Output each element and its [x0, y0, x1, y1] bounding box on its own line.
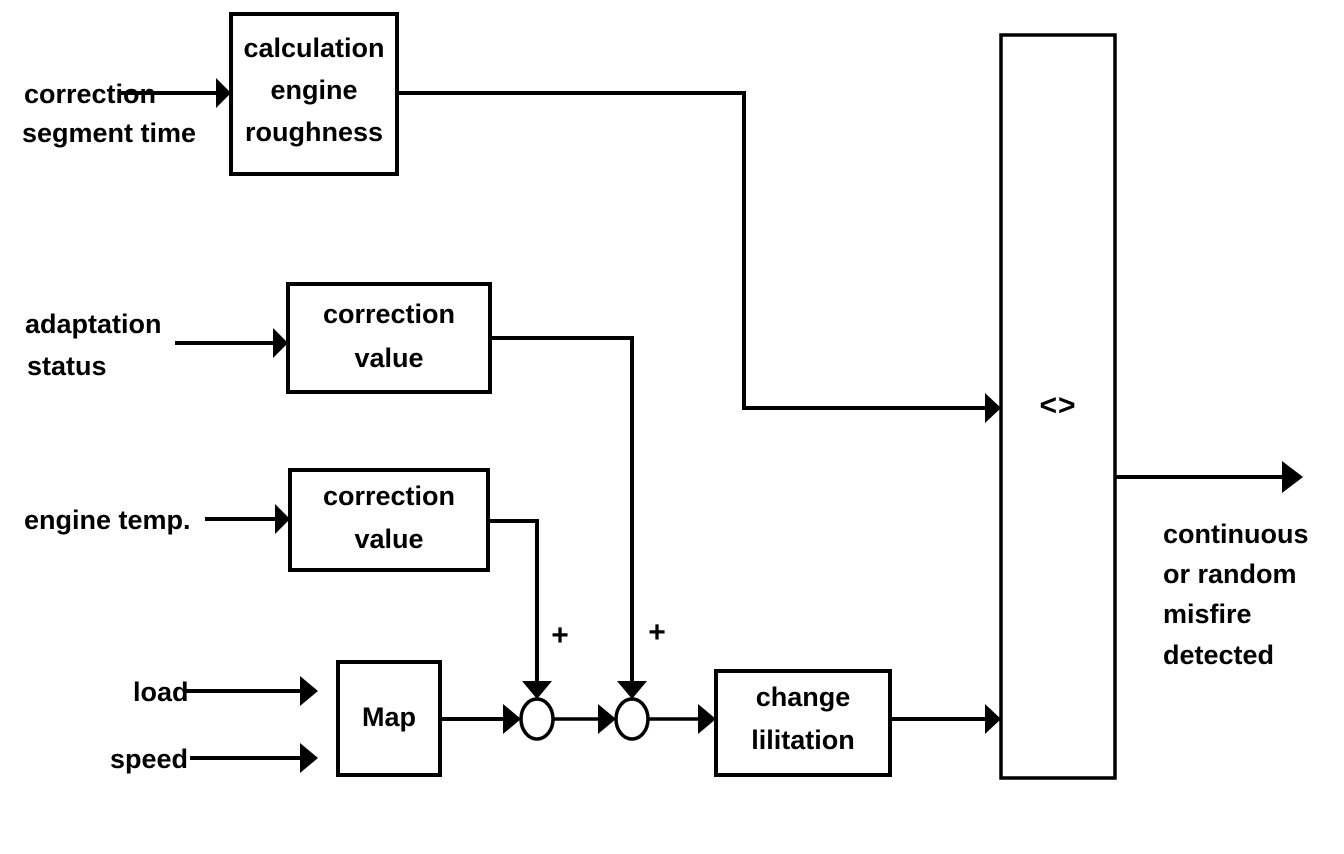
block-label-correction-engine-temp-line1: correction [323, 481, 455, 511]
wire-adaptation-correction-to-sum2 [490, 336, 647, 699]
input-label-load-line1: load [133, 677, 189, 707]
sum-node-1[interactable] [519, 697, 555, 741]
input-label-speed: speed [110, 744, 188, 774]
plus-sign-sum-1: + [551, 619, 569, 652]
arrowhead-map-to-sum1 [503, 704, 521, 734]
input-label-correction-segment-time: correction segment time [22, 79, 196, 148]
block-map[interactable]: Map [336, 660, 442, 777]
block-label-map: Map [362, 702, 416, 732]
block-label-calculation-line3: roughness [245, 117, 383, 147]
wire-correction-segment-time [120, 78, 231, 108]
wire-line-adaptation-correction-to-sum2 [490, 336, 634, 681]
output-label-misfire-line4: detected [1163, 640, 1274, 670]
block-correction-value-engine-temp[interactable]: correction value [288, 468, 490, 572]
block-comparator[interactable]: <> [999, 33, 1117, 780]
input-label-correction-segment-time-line2: segment time [22, 118, 196, 148]
output-label-misfire-line3: misfire [1163, 599, 1252, 629]
wire-sum1-to-sum2 [553, 704, 616, 734]
wire-adaptation-status [175, 328, 288, 358]
arrowhead-adaptation-status [273, 328, 288, 358]
block-correction-value-adaptation[interactable]: correction value [286, 282, 492, 394]
sum-node-2-circle [614, 697, 650, 741]
arrowhead-correction-segment-time [216, 78, 231, 108]
wire-change-limitation-to-comparator [890, 704, 1001, 734]
block-label-correction-adaptation-line2: value [354, 343, 423, 373]
block-label-calculation-line2: engine [270, 75, 357, 105]
wire-engine-temp [205, 504, 290, 534]
arrowhead-load [300, 676, 318, 706]
block-label-comparator: <> [1039, 389, 1076, 422]
block-label-correction-engine-temp-line2: value [354, 524, 423, 554]
arrowhead-change-limitation-to-comparator [985, 704, 1001, 734]
arrowhead-engine-temp-correction-to-sum1 [522, 681, 552, 699]
wire-map-to-sum1 [440, 704, 521, 734]
output-label-misfire-detected: continuous or random misfire detected [1163, 519, 1308, 670]
input-label-adaptation-status: adaptation status [25, 309, 162, 381]
wire-line-calculation-to-comparator [397, 91, 985, 410]
sum-node-1-circle [519, 697, 555, 741]
output-label-misfire-line1: continuous [1163, 519, 1308, 549]
arrowhead-calculation-to-comparator [985, 393, 1001, 423]
input-label-load: load [133, 677, 189, 707]
block-label-change-limitation-line2: lilitation [751, 725, 855, 755]
sum-node-2[interactable] [614, 697, 650, 741]
wire-comparator-output [1115, 461, 1303, 493]
block-calculation-engine-roughness[interactable]: calculation engine roughness [229, 12, 399, 176]
input-label-adaptation-status-line2: status [27, 351, 107, 381]
wire-calculation-to-comparator [397, 91, 1001, 423]
input-label-engine-temp: engine temp. [24, 505, 191, 535]
input-label-engine-temp-line1: engine temp. [24, 505, 191, 535]
wire-line-engine-temp-correction-to-sum1 [488, 519, 539, 681]
wire-sum2-to-change-limitation [648, 704, 716, 734]
input-label-correction-segment-time-line1: correction [24, 79, 156, 109]
block-change-limitation[interactable]: change lilitation [714, 669, 892, 777]
block-outline-comparator [999, 33, 1117, 780]
arrowhead-engine-temp [275, 504, 290, 534]
arrowhead-sum2-to-change-limitation [698, 704, 716, 734]
block-outline-calculation [229, 12, 399, 176]
block-label-change-limitation-line1: change [756, 682, 851, 712]
block-outline-change-limitation [714, 669, 892, 777]
input-label-adaptation-status-line1: adaptation [25, 309, 162, 339]
block-outline-correction-adaptation [286, 282, 492, 394]
arrowhead-speed [300, 743, 318, 773]
input-label-speed-line1: speed [110, 744, 188, 774]
plus-sign-sum-2: + [648, 616, 666, 649]
wire-speed [190, 743, 318, 773]
block-label-correction-adaptation-line1: correction [323, 299, 455, 329]
arrowhead-comparator-output [1282, 461, 1303, 493]
arrowhead-sum1-to-sum2 [598, 704, 616, 734]
block-outline-correction-engine-temp [288, 468, 490, 572]
output-label-misfire-line2: or random [1163, 559, 1297, 589]
arrowhead-adaptation-correction-to-sum2 [617, 681, 647, 699]
wire-engine-temp-correction-to-sum1 [488, 519, 552, 699]
block-label-calculation-line1: calculation [243, 33, 384, 63]
wire-load [185, 676, 318, 706]
